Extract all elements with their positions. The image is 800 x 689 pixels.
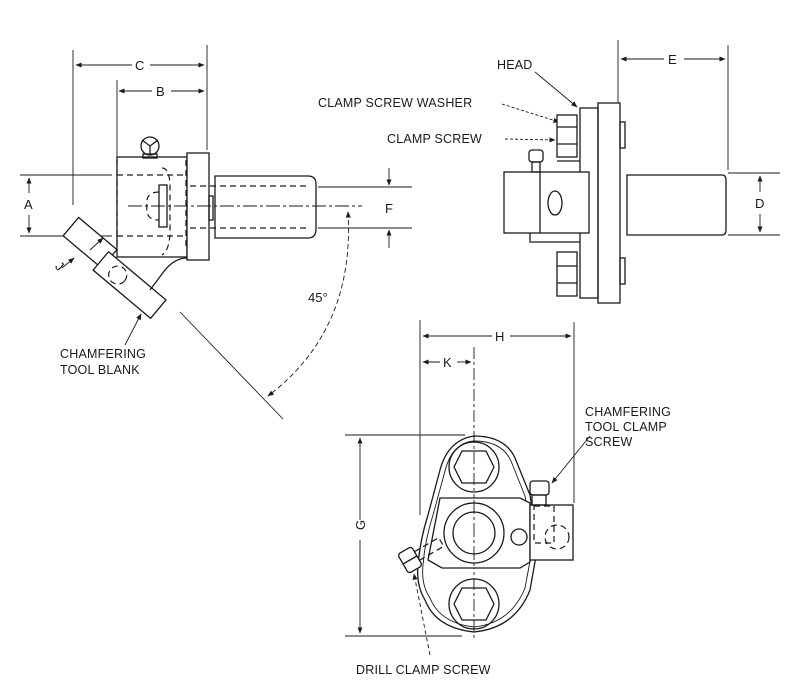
clamp-screw-bottom xyxy=(556,251,578,297)
end-view: H K G CHAMFERING TOOL CLAMP xyxy=(345,320,671,677)
block-hole xyxy=(547,190,563,216)
front-flange xyxy=(597,102,621,304)
tool-arm xyxy=(149,257,188,291)
dim-g-label: G xyxy=(353,520,368,530)
flange-tab-top xyxy=(619,121,626,149)
side-view: C B A F xyxy=(20,45,412,420)
angle-arc xyxy=(267,211,351,397)
dim-k-label: K xyxy=(443,355,452,370)
label-tool-clamp-screw-3: SCREW xyxy=(585,435,633,449)
front-view: E HEAD CLAMP SCREW WASHER CLAMP SCREW xyxy=(318,40,780,304)
dim-b-label: B xyxy=(156,84,165,99)
drill-clamp-screw xyxy=(398,536,445,574)
callout-leader-tool-clamp-screw xyxy=(551,435,591,484)
side-pin xyxy=(510,528,528,546)
front-shank xyxy=(626,174,727,236)
bracket-hidden xyxy=(161,167,171,256)
dim-j-arrow-top xyxy=(89,237,104,251)
chamfering-tool-blank xyxy=(62,216,167,320)
top-hex-screw xyxy=(453,450,495,484)
central-clamp xyxy=(427,497,531,569)
shank xyxy=(214,175,317,239)
callout-leader-tool-blank xyxy=(124,313,142,346)
callout-leader-drill-clamp-screw xyxy=(412,573,431,656)
label-clamp-screw-washer: CLAMP SCREW WASHER xyxy=(318,96,472,110)
dim-j-arrow-bottom xyxy=(61,257,75,269)
wing-screw-base xyxy=(142,153,158,159)
angle-label: 45° xyxy=(308,290,328,305)
end-body-outline xyxy=(417,435,539,633)
chamfering-tool-clamp-screw xyxy=(529,480,550,496)
label-chamfering-tool-blank-1: CHAMFERING xyxy=(60,347,146,361)
label-tool-clamp-screw-2: TOOL CLAMP xyxy=(585,420,667,434)
dim-e-label: E xyxy=(668,52,677,67)
label-chamfering-tool-blank-2: TOOL BLANK xyxy=(60,363,140,377)
dim-c-label: C xyxy=(135,58,144,73)
side-block xyxy=(529,504,574,561)
flange xyxy=(186,152,210,261)
bottom-hex-screw-counterbore xyxy=(448,578,500,630)
callout-leader-clamp-screw xyxy=(504,137,556,143)
label-drill-clamp-screw: DRILL CLAMP SCREW xyxy=(356,663,491,677)
front-block xyxy=(503,171,590,234)
dim-a-label: A xyxy=(24,197,33,212)
label-tool-clamp-screw-1: CHAMFERING xyxy=(585,405,671,419)
clamp-screw-top xyxy=(556,114,578,158)
dim-d-label: D xyxy=(755,196,764,211)
callout-leader-washer xyxy=(501,103,560,123)
hidden-bore xyxy=(544,524,570,550)
flange-key xyxy=(208,195,214,221)
callout-leader-head xyxy=(534,71,578,108)
top-hex-screw-counterbore xyxy=(448,441,500,493)
small-clamp-screw xyxy=(528,149,544,163)
angle-reference-line xyxy=(179,311,284,420)
dim-f-label: F xyxy=(385,201,393,216)
label-head: HEAD xyxy=(497,58,533,72)
dim-h-label: H xyxy=(495,329,504,344)
clamp-body xyxy=(116,156,188,258)
bottom-hex-screw xyxy=(453,587,495,621)
flange-tab-bottom xyxy=(619,257,626,285)
label-clamp-screw: CLAMP SCREW xyxy=(387,132,482,146)
